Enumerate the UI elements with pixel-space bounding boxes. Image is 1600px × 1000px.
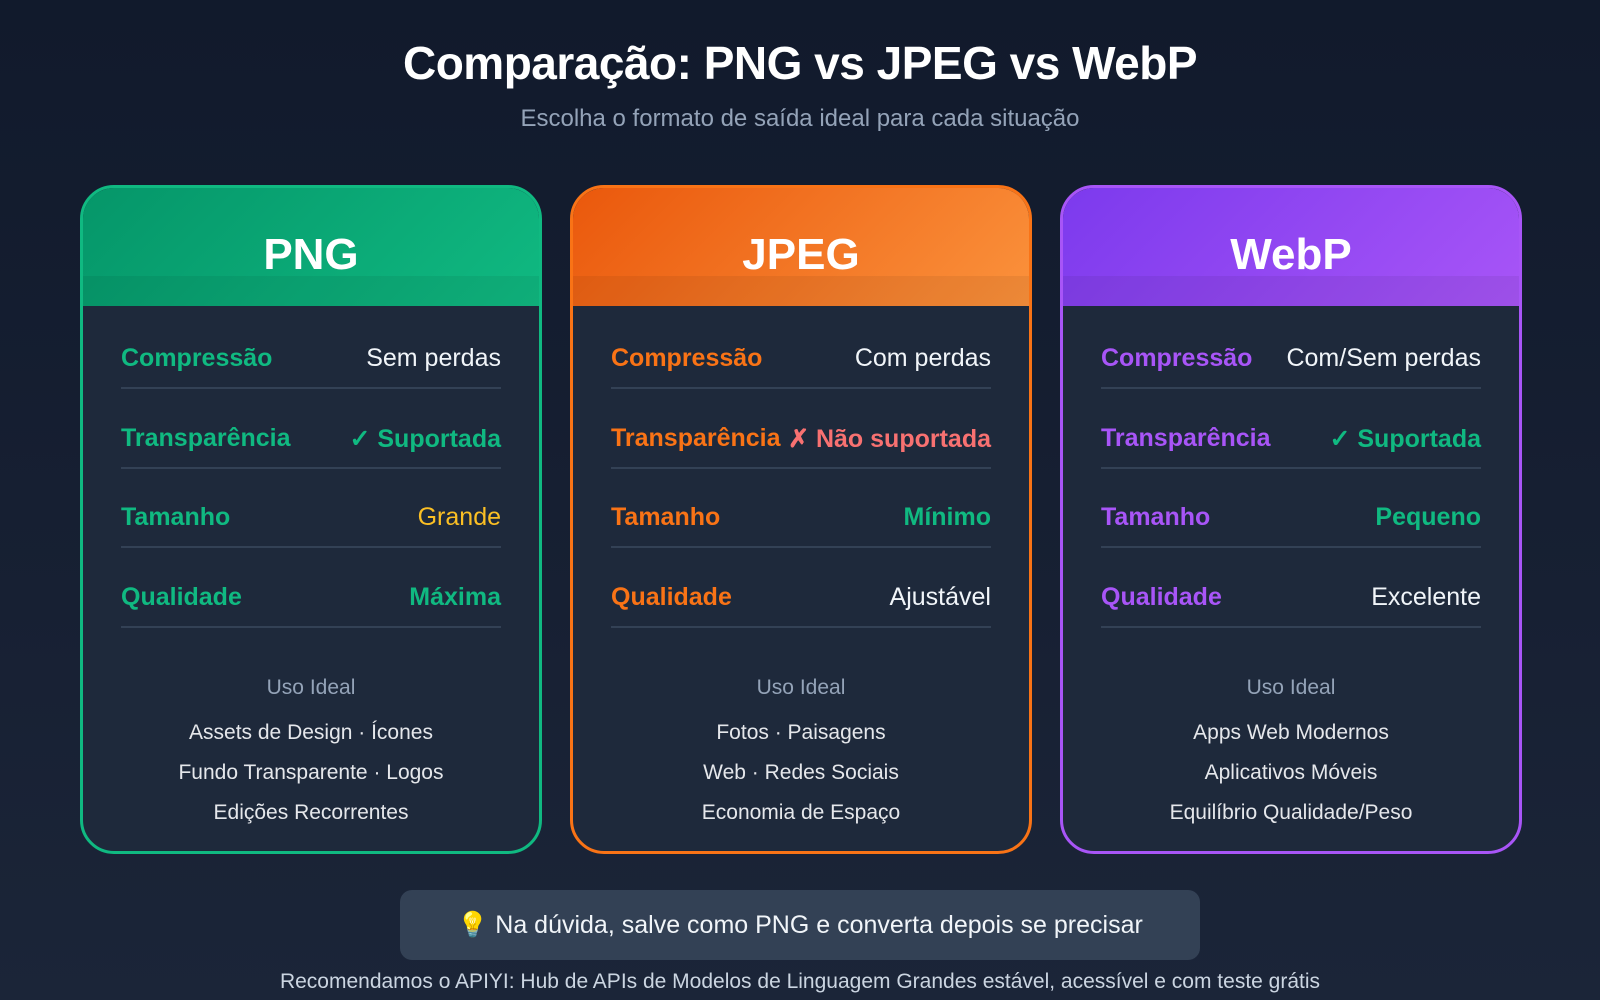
card-header: PNG <box>83 188 539 306</box>
lightbulb-icon: 💡 <box>457 911 489 939</box>
spec-row: Qualidade Excelente <box>1101 549 1481 628</box>
format-card-webp: WebP Compressão Com/Sem perdas Transparê… <box>1060 185 1522 854</box>
ideal-use-item: Web · Redes Sociais <box>703 761 899 784</box>
ideal-use-title: Uso Ideal <box>266 676 356 699</box>
spec-label: Transparência <box>611 423 781 452</box>
spec-value: Grande <box>417 503 501 531</box>
spec-row: Tamanho Pequeno <box>1101 469 1481 548</box>
spec-label: Qualidade <box>611 582 732 611</box>
spec-value: Excelente <box>1371 582 1481 611</box>
spec-row: Compressão Sem perdas <box>121 310 501 389</box>
spec-label: Compressão <box>611 344 763 372</box>
spec-label: Qualidade <box>121 582 242 611</box>
page-title: Comparação: PNG vs JPEG vs WebP <box>402 37 1198 89</box>
ideal-use-item: Aplicativos Móveis <box>1204 761 1378 784</box>
spec-row: Qualidade Máxima <box>121 549 501 628</box>
spec-label: Transparência <box>121 423 291 452</box>
ideal-use-item: Edições Recorrentes <box>213 801 409 824</box>
spec-value: Ajustável <box>889 582 991 611</box>
format-name: PNG <box>263 230 359 279</box>
spec-row: Compressão Com perdas <box>611 310 991 389</box>
ideal-use-title: Uso Ideal <box>1246 676 1336 699</box>
ideal-use-item: Fotos · Paisagens <box>716 721 886 744</box>
ideal-use-title: Uso Ideal <box>756 676 846 699</box>
spec-row: Tamanho Grande <box>121 469 501 548</box>
page-subtitle: Escolha o formato de saída ideal para ca… <box>520 105 1080 132</box>
spec-value: ✓ Suportada <box>349 424 501 453</box>
tip-text: Na dúvida, salve como PNG e converta dep… <box>495 911 1143 939</box>
spec-value: ✗ Não suportada <box>788 424 991 453</box>
spec-label: Compressão <box>121 344 273 372</box>
spec-row: Transparência ✓ Suportada <box>1101 390 1481 469</box>
spec-row: Transparência ✓ Suportada <box>121 390 501 469</box>
ideal-use-item: Equilíbrio Qualidade/Peso <box>1169 801 1413 824</box>
spec-value: Com/Sem perdas <box>1286 344 1481 372</box>
spec-value: ✓ Suportada <box>1329 424 1481 453</box>
spec-row: Qualidade Ajustável <box>611 549 991 628</box>
spec-label: Tamanho <box>1101 503 1211 531</box>
spec-row: Transparência ✗ Não suportada <box>611 390 991 469</box>
spec-row: Tamanho Mínimo <box>611 469 991 548</box>
format-name: WebP <box>1230 230 1352 279</box>
spec-label: Qualidade <box>1101 582 1222 611</box>
card-header: WebP <box>1063 188 1519 306</box>
tip-banner: 💡 Na dúvida, salve como PNG e converta d… <box>400 890 1200 960</box>
spec-value: Pequeno <box>1375 503 1481 531</box>
format-name: JPEG <box>742 230 860 279</box>
spec-row: Compressão Com/Sem perdas <box>1101 310 1481 389</box>
format-card-jpeg: JPEG Compressão Com perdas Transparência… <box>570 185 1032 854</box>
footer-text: Recomendamos o APIYI: Hub de APIs de Mod… <box>279 970 1321 993</box>
card-header: JPEG <box>573 188 1029 306</box>
spec-value: Mínimo <box>903 503 992 531</box>
format-card-png: PNG Compressão Sem perdas Transparência … <box>80 185 542 854</box>
ideal-use-item: Economia de Espaço <box>701 801 901 824</box>
ideal-use-item: Fundo Transparente · Logos <box>178 761 444 784</box>
ideal-use-item: Assets de Design · Ícones <box>189 721 433 744</box>
spec-label: Tamanho <box>121 503 231 531</box>
spec-value: Máxima <box>409 582 501 611</box>
ideal-use-item: Apps Web Modernos <box>1193 721 1389 744</box>
spec-label: Compressão <box>1101 344 1253 372</box>
spec-value: Com perdas <box>854 344 991 372</box>
spec-label: Tamanho <box>611 503 721 531</box>
spec-label: Transparência <box>1101 423 1271 452</box>
spec-value: Sem perdas <box>366 344 501 372</box>
